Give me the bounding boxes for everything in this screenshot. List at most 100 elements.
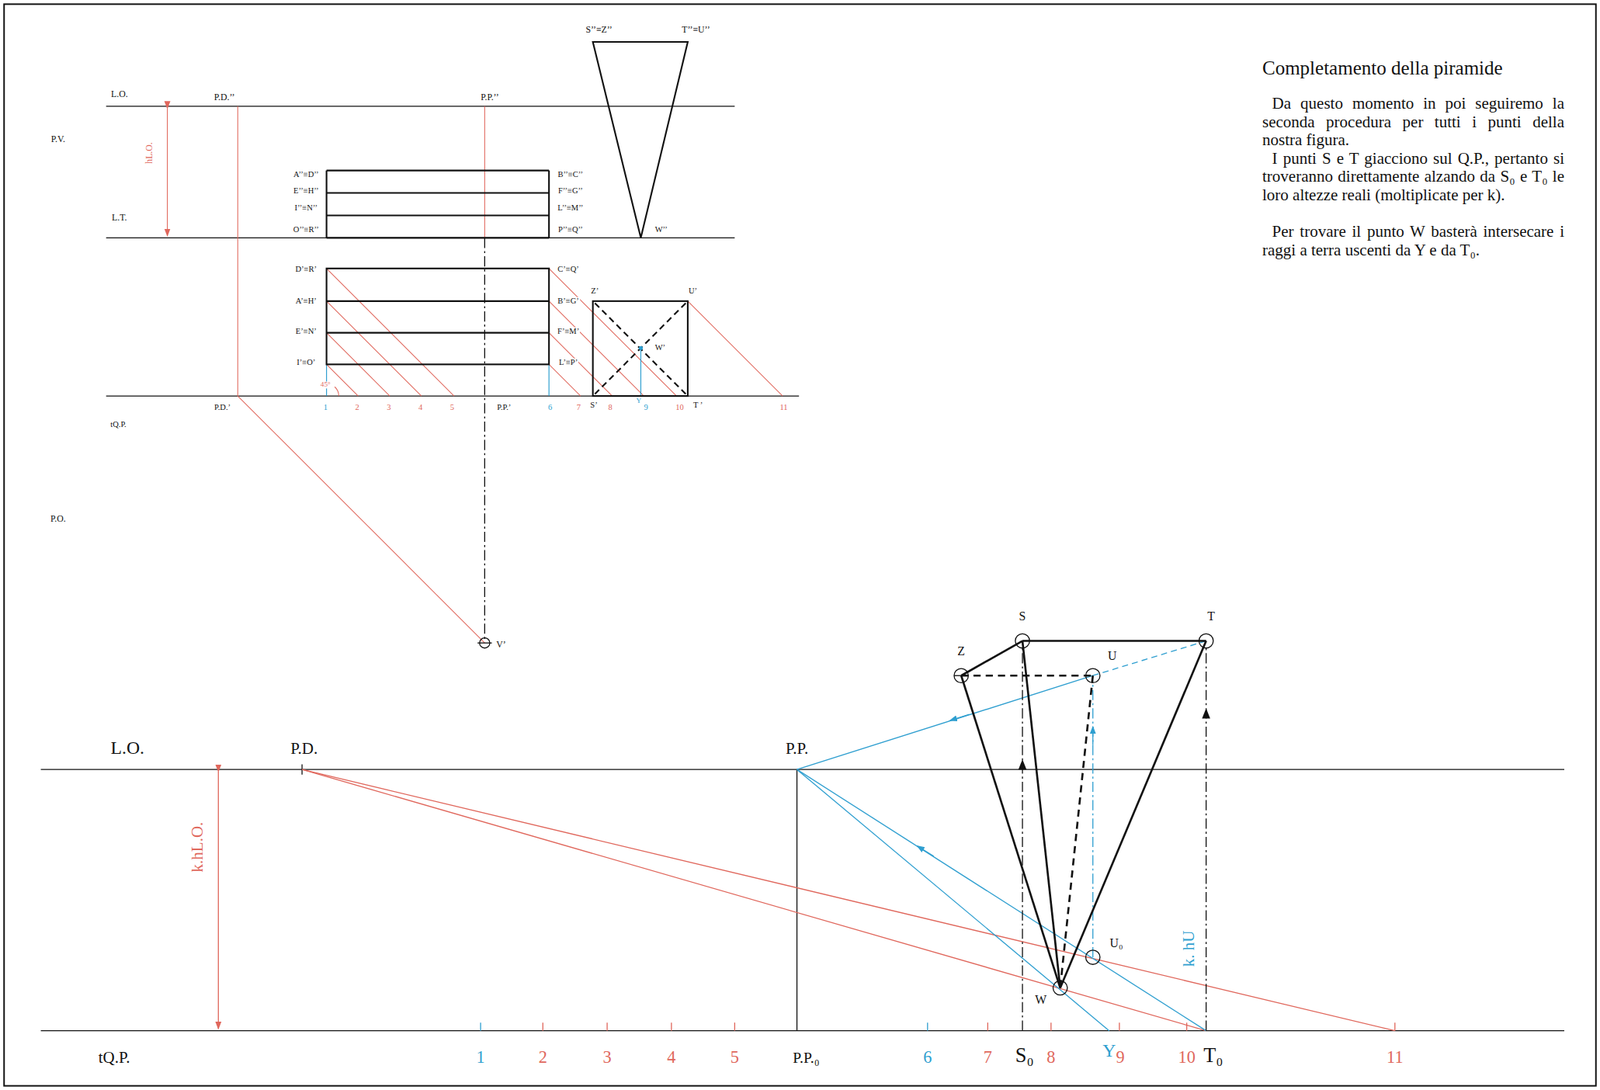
g-shape <box>41 764 1565 1031</box>
note-paragraph: Da questo momento in poi seguiremo la se… <box>1262 94 1565 150</box>
line-shape <box>326 332 550 334</box>
point-label: L.T. <box>111 213 128 223</box>
line-shape <box>950 714 970 721</box>
note-paragraph: Per trovare il punto W basterà interseca… <box>1262 222 1565 260</box>
point-label: 10 <box>674 402 685 412</box>
rect-shape <box>593 301 688 396</box>
point-label: 45° <box>319 381 332 389</box>
line-shape <box>1092 680 1094 958</box>
point-label: P.V. <box>50 135 66 145</box>
line-shape <box>594 302 686 394</box>
line-shape <box>542 1022 544 1031</box>
point-label: 3 <box>385 402 392 412</box>
polygon-shape <box>593 41 688 238</box>
point-label: P.D.’ <box>213 402 232 412</box>
point-label: 1 <box>475 1048 486 1066</box>
line-shape <box>326 301 422 396</box>
line-shape <box>797 769 1110 1031</box>
point-label: V’ <box>495 640 507 650</box>
point-label: 7 <box>982 1048 993 1066</box>
line-shape <box>41 769 1565 771</box>
line-shape <box>687 301 783 396</box>
line-shape <box>484 106 486 239</box>
point-label: S’’≡Z’’ <box>584 25 613 35</box>
line-shape <box>106 395 799 396</box>
line-shape <box>326 214 550 216</box>
path-shape <box>334 386 339 396</box>
polygon-shape <box>1018 759 1028 770</box>
point-label: 8 <box>607 402 613 412</box>
point-label: 5 <box>729 1048 740 1066</box>
line-shape <box>926 1022 928 1031</box>
point-label: W’ <box>654 343 667 353</box>
line-shape <box>301 769 1207 1031</box>
line-shape <box>1022 641 1061 989</box>
line-shape <box>1186 1022 1187 1031</box>
point-label: tQ.P. <box>97 1048 132 1066</box>
polygon-shape <box>1201 708 1211 719</box>
line-shape <box>326 364 359 396</box>
line-shape <box>594 302 686 394</box>
g-shape <box>218 769 1396 1031</box>
line-shape <box>548 364 581 396</box>
line-shape <box>237 106 239 396</box>
g-shape <box>1022 645 1207 1031</box>
line-shape <box>41 1030 1565 1031</box>
circle-shape <box>638 346 643 351</box>
point-label: U’ <box>687 286 698 296</box>
point-label: U₀ <box>1109 937 1125 950</box>
point-label: L.O. <box>110 739 146 758</box>
line-shape <box>1118 1022 1120 1031</box>
point-label: P.P.’ <box>496 402 512 412</box>
line-shape <box>606 1022 608 1031</box>
line-shape <box>479 1022 481 1031</box>
point-label: 10 <box>1177 1048 1197 1066</box>
point-label: P’’≡Q’’ <box>557 225 584 234</box>
line-shape <box>237 395 485 643</box>
point-label: F’’≡G’’ <box>557 187 584 196</box>
line-shape <box>484 237 486 639</box>
point-label: S₀ <box>1014 1045 1035 1066</box>
point-label: O’’≡R’’ <box>292 225 320 234</box>
line-shape <box>1021 645 1023 1031</box>
line-shape <box>326 364 327 396</box>
point-label: L’’≡M’’ <box>556 204 584 213</box>
notes-panel: Completamento della piramideDa questo mo… <box>1262 57 1565 260</box>
line-shape <box>1060 675 1094 988</box>
line-shape <box>548 364 550 396</box>
point-label: W’’ <box>654 225 669 234</box>
point-label: I’’≡N’’ <box>294 204 319 213</box>
g-shape <box>477 638 492 649</box>
point-label: 3 <box>602 1048 613 1066</box>
g-shape <box>954 633 1214 995</box>
rect-shape <box>3 3 1596 1086</box>
point-label: 7 <box>576 402 582 412</box>
point-label: E’≡N’ <box>295 327 318 337</box>
g-shape <box>106 106 799 396</box>
point-label: 2 <box>537 1048 549 1066</box>
point-label: 11 <box>1385 1048 1404 1066</box>
line-shape <box>477 642 492 644</box>
point-label: tQ.P. <box>109 420 127 430</box>
point-label: L’≡P’ <box>558 357 579 367</box>
point-label: S’ <box>589 401 598 410</box>
point-label: B’’≡C’’ <box>557 170 584 180</box>
line-shape <box>961 674 1094 677</box>
g-shape <box>480 641 1207 1031</box>
point-label: 1 <box>322 402 329 412</box>
line-shape <box>796 769 798 1031</box>
point-label: F’≡M’ <box>556 327 580 337</box>
point-label: W <box>1034 993 1048 1007</box>
point-label: 11 <box>778 402 788 412</box>
point-label: A’≡H’ <box>295 297 318 306</box>
point-label: hL.O. <box>145 141 155 165</box>
point-label: 9 <box>642 402 649 412</box>
g-shape <box>1018 708 1211 770</box>
point-label: Z <box>956 645 966 658</box>
circle-shape <box>1086 668 1101 683</box>
g-shape <box>594 302 686 394</box>
circle-shape <box>1052 980 1067 995</box>
point-label: P.D.’’ <box>213 93 237 103</box>
line-shape <box>987 1022 989 1031</box>
point-label: S <box>1018 610 1028 623</box>
